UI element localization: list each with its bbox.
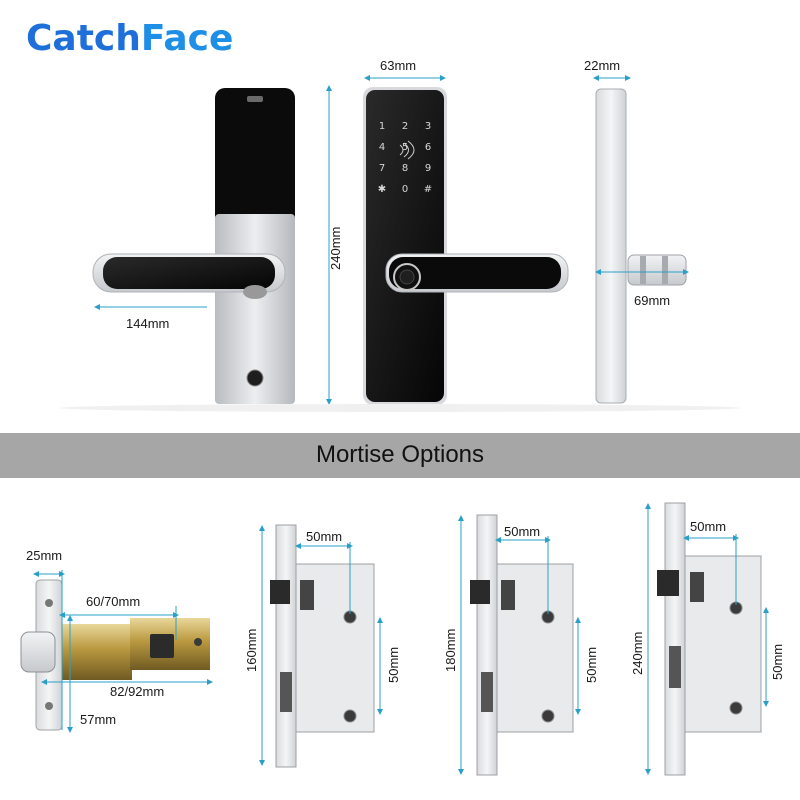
mortise-180-faceplate [476,514,498,776]
lock-back-top-black [215,88,295,226]
lock-back-view [92,88,295,404]
mortise-180-cylinder-icon [541,709,555,723]
dim-mortise-160-height: 160mm [244,629,259,672]
keypad-key-6: 7 [379,163,385,174]
lock-back-spindle [243,285,267,299]
brand-logo-part1: Catch [26,18,141,59]
section-banner [0,433,800,478]
dim-latch-backset-top: 25mm [26,548,62,563]
dim-mortise-160-width: 50mm [306,529,342,544]
dim-handle-length: 144mm [126,316,169,331]
mortise-160 [270,524,375,768]
dim-latch-bottom: 57mm [80,712,116,727]
rfid-icon [399,140,415,160]
dim-mortise-180-height: 180mm [443,629,458,672]
keypad-key-1: 2 [402,121,408,132]
keypad-key-10: 0 [402,184,408,195]
latch-spindle-hole [150,634,174,658]
dim-front-width: 63mm [380,58,416,73]
fingerprint-icon [399,269,415,285]
mortise-240-cylinder-icon [729,701,743,715]
lock-side-handle-stub [627,254,687,286]
dim-mortise-180-width: 50mm [504,524,540,539]
keypad-key-5: 6 [425,142,431,153]
keypad-key-7: 8 [402,163,408,174]
brand-logo: CatchFace [26,18,233,59]
lock-side-view [595,88,687,404]
keyhole-icon [246,369,264,387]
latch-head [20,631,56,673]
mortise-180 [470,514,574,776]
dim-mortise-240-height: 240mm [630,632,645,675]
dim-latch-length-range: 60/70mm [86,594,140,609]
lock-side-body [595,88,627,404]
dim-mortise-180-spacing: 50mm [584,647,599,683]
lock-back-badge [247,96,263,102]
mortise-160-faceplate [275,524,297,768]
brand-logo-part2: Face [141,18,234,59]
keypad: 1 2 3 4 5 6 7 8 9 ✱ 0 # [378,121,432,195]
dim-handle-protrusion: 69mm [634,293,670,308]
section-title: Mortise Options [316,441,484,468]
dim-lock-height: 240mm [328,227,343,270]
lock-back-handle-black [103,257,275,289]
keypad-key-11: # [424,184,432,195]
lock-front-panel [366,90,444,402]
latch-body-front [62,624,132,680]
keypad-key-3: 4 [379,142,385,153]
mortise-240 [657,502,762,776]
lock-front-handle-black [389,257,561,289]
keypad-key-0: 1 [379,121,385,132]
dim-mortise-240-width: 50mm [690,519,726,534]
dim-latch-total-range: 82/92mm [110,684,164,699]
keypad-key-2: 3 [425,121,431,132]
dim-side-depth: 22mm [584,58,620,73]
latch-bolt [20,579,210,731]
mortise-240-faceplate [664,502,686,776]
keypad-key-9: ✱ [378,184,386,195]
lock-front-view: 1 2 3 4 5 6 7 8 9 ✱ 0 # [363,87,569,405]
mortise-160-cylinder-icon [343,709,357,723]
dim-mortise-240-spacing: 50mm [770,644,785,680]
dim-mortise-160-spacing: 50mm [386,647,401,683]
keypad-key-4: 5 [402,142,408,153]
keypad-key-8: 9 [425,163,431,174]
